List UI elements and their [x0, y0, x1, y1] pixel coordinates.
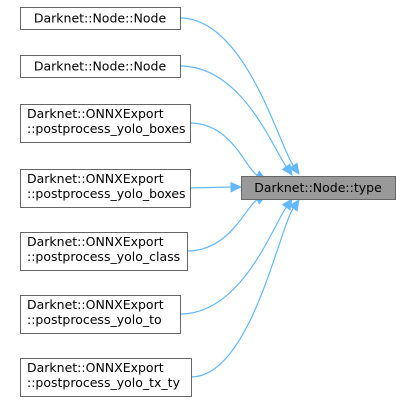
caller-node-box: [20, 169, 191, 208]
edge-3: [189, 122, 258, 176]
caller-node-label-line-2: ::postprocess_yolo_class: [27, 249, 180, 264]
caller-node-label-line-1: Darknet::ONNXExport: [27, 360, 164, 375]
edge-1: [179, 17, 294, 167]
edge-arrowhead-6: [281, 197, 293, 211]
edge-6: [179, 206, 287, 315]
caller-node-box: [20, 55, 181, 78]
caller-node-1[interactable]: Darknet::Node::Node: [20, 7, 181, 30]
caller-node-label-line-1: Darknet::ONNXExport: [27, 106, 164, 121]
caller-node-label-line-1: Darknet::ONNXExport: [27, 234, 164, 249]
caller-node-2[interactable]: Darknet::Node::Node: [20, 55, 181, 78]
caller-node-6[interactable]: Darknet::ONNXExport::postprocess_yolo_to: [20, 295, 181, 334]
caller-node-label-line-2: ::postprocess_yolo_boxes: [27, 186, 186, 201]
caller-node-label-line-1: Darknet::Node::Node: [34, 59, 167, 74]
caller-node-label-line-2: ::postprocess_yolo_to: [27, 312, 162, 327]
target-node-label: Darknet::Node::type: [254, 180, 382, 195]
caller-node-label-line-2: ::postprocess_yolo_tx_ty: [27, 375, 181, 390]
caller-node-box: [20, 295, 181, 334]
edge-arrowhead-1: [288, 162, 300, 176]
caller-node-box: [20, 104, 191, 143]
nodes-layer: Darknet::Node::NodeDarknet::Node::NodeDa…: [20, 7, 396, 397]
caller-node-label-line-1: Darknet::Node::Node: [34, 11, 167, 26]
edge-4: [189, 186, 232, 189]
caller-node-label-line-2: ::postprocess_yolo_boxes: [27, 121, 186, 136]
target-node[interactable]: Darknet::Node::type: [241, 176, 396, 200]
caller-node-box: [20, 232, 188, 271]
edge-arrowhead-2: [281, 163, 293, 177]
edge-2: [179, 65, 287, 168]
edge-arrowhead-4: [230, 181, 243, 193]
target-node-box: [241, 176, 396, 200]
caller-node-4[interactable]: Darknet::ONNXExport::postprocess_yolo_bo…: [20, 169, 191, 208]
caller-node-3[interactable]: Darknet::ONNXExport::postprocess_yolo_bo…: [20, 104, 191, 143]
caller-node-label-line-1: Darknet::ONNXExport: [27, 171, 164, 186]
edge-5: [186, 199, 258, 252]
caller-node-5[interactable]: Darknet::ONNXExport::postprocess_yolo_cl…: [20, 232, 188, 271]
edge-arrowhead-7: [288, 198, 300, 212]
caller-node-7[interactable]: Darknet::ONNXExport::postprocess_yolo_tx…: [20, 358, 192, 397]
caller-node-box: [20, 358, 192, 397]
edge-7: [190, 207, 294, 378]
caller-node-label-line-1: Darknet::ONNXExport: [27, 297, 164, 312]
caller-node-box: [20, 7, 181, 30]
